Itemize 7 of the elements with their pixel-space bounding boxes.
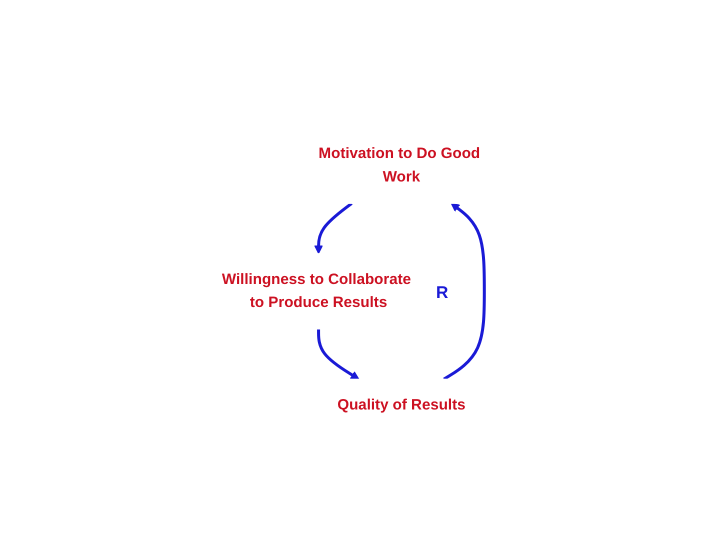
loop-label: R <box>436 283 448 303</box>
arrow <box>317 328 360 380</box>
arrow <box>443 203 486 380</box>
arrow <box>314 202 353 254</box>
node-text: Quality of Results <box>337 396 466 414</box>
node-text: Motivation to Do Good Work <box>318 145 480 185</box>
node-text: Willingness to Collaborate to Produce Results <box>222 270 412 310</box>
